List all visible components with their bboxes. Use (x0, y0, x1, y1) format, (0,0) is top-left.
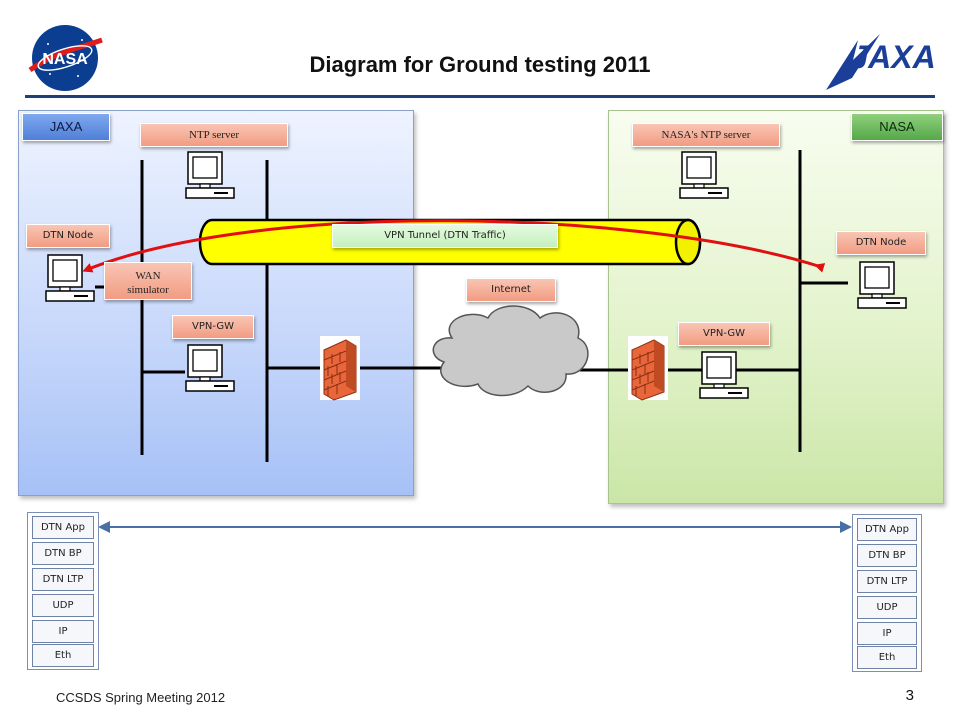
nasa-dtn-node-computer-icon (857, 261, 907, 309)
wan-simulator-line1: WAN (135, 270, 161, 282)
jaxa-dtn-node-label: DTN Node (26, 224, 110, 248)
nasa-dtn-node-label: DTN Node (836, 231, 926, 255)
stack-layer-udp: UDP (857, 596, 917, 619)
nasa-vpn-gw-label: VPN-GW (678, 322, 770, 346)
wan-simulator-line2: simulator (127, 284, 169, 296)
jaxa-protocol-stack: DTN App DTN BP DTN LTP UDP IP Eth (27, 512, 99, 670)
jaxa-firewall-icon (319, 335, 361, 401)
page-title: Diagram for Ground testing 2011 (309, 52, 651, 77)
nasa-vpn-gw-computer-icon (699, 351, 749, 399)
nasa-zone-label: NASA (851, 113, 943, 141)
vpn-tunnel-label: VPN Tunnel (DTN Traffic) (332, 224, 558, 248)
page-number: 3 (905, 687, 914, 704)
jaxa-dtn-node-computer-icon (45, 254, 95, 302)
ntp-server-label: NTP server (140, 123, 288, 147)
nasa-ntp-server-label: NASA's NTP server (632, 123, 780, 147)
stack-layer-ip: IP (857, 622, 917, 645)
dtn-traffic-arrow (82, 219, 826, 273)
ntp-server-computer-icon (185, 151, 235, 199)
stack-layer-ip: IP (32, 620, 94, 643)
jaxa-zone-label: JAXA (22, 113, 110, 141)
stack-layer-dtn-bp: DTN BP (32, 542, 94, 565)
stack-layer-dtn-ltp: DTN LTP (857, 570, 917, 593)
internet-cloud-icon (432, 305, 589, 397)
title-rule (25, 95, 935, 98)
stack-layer-dtn-ltp: DTN LTP (32, 568, 94, 591)
stack-layer-dtn-bp: DTN BP (857, 544, 917, 567)
stack-layer-eth: Eth (32, 644, 94, 667)
stack-layer-dtn-app: DTN App (32, 516, 94, 539)
stack-layer-udp: UDP (32, 594, 94, 617)
nasa-protocol-stack: DTN App DTN BP DTN LTP UDP IP Eth (852, 514, 922, 672)
jaxa-vpn-gw-computer-icon (185, 344, 235, 392)
stack-layer-eth: Eth (857, 646, 917, 669)
footer-text: CCSDS Spring Meeting 2012 (56, 690, 226, 705)
internet-label: Internet (466, 278, 556, 302)
nasa-ntp-server-computer-icon (679, 151, 729, 199)
wan-simulator-label: WAN simulator (104, 262, 192, 300)
jaxa-vpn-gw-label: VPN-GW (172, 315, 254, 339)
nasa-firewall-icon (627, 335, 669, 401)
stack-layer-dtn-app: DTN App (857, 518, 917, 541)
